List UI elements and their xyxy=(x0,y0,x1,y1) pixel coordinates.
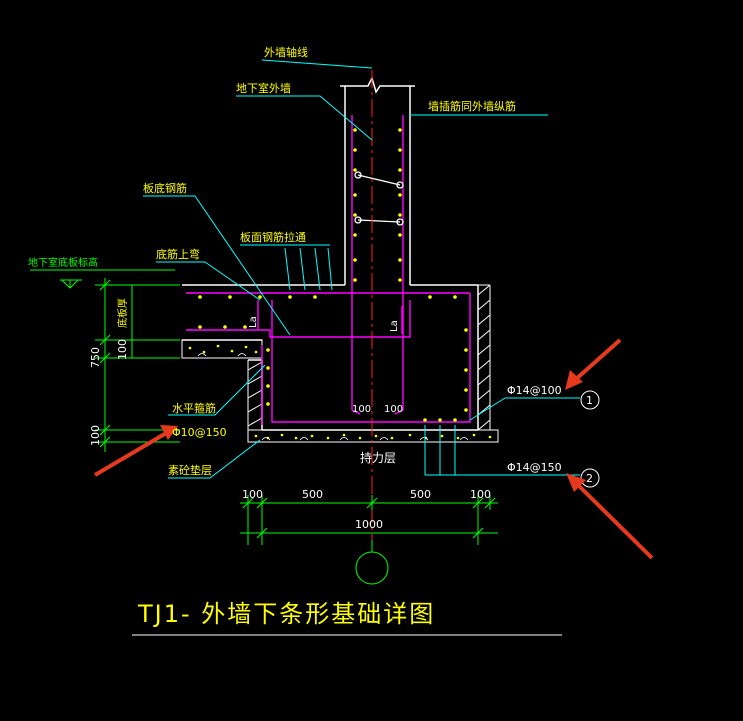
callout-tag-1: 1 xyxy=(586,394,593,407)
concrete-cushion xyxy=(181,339,499,443)
soil-hatch-right xyxy=(477,284,491,431)
rebar-dots xyxy=(198,128,468,422)
rebar-group xyxy=(186,115,471,425)
dim-total-1000: 1000 xyxy=(355,518,383,531)
dim-vertical-100-lower: 100 xyxy=(89,425,102,446)
drawing-title: TJ1- 外墙下条形基础详图 xyxy=(137,600,435,628)
elevation-marker xyxy=(30,269,175,289)
callout-tag-2: 2 xyxy=(586,472,593,485)
dimension-lines xyxy=(95,278,498,585)
label-bottom-rebar-bend: 底筋上弯 xyxy=(156,247,200,261)
label-basement-floor-elevation: 地下室底板标高 xyxy=(28,256,98,269)
dim-horizontal-100-right: 100 xyxy=(470,488,491,501)
label-wall-dowel-note: 墙插筋同外墙纵筋 xyxy=(428,99,516,113)
wall-outline xyxy=(182,75,479,431)
callout-spec-1: Φ14@100 xyxy=(507,384,562,397)
dim-horizontal-500-left: 500 xyxy=(302,488,323,501)
label-dim-100-left: 100 xyxy=(352,404,371,415)
label-horizontal-rebar: 水平箍筋 xyxy=(172,401,216,415)
annotation-arrows xyxy=(93,338,654,560)
axis-bubble xyxy=(355,551,389,585)
callout-spec-2: Φ14@150 xyxy=(507,461,562,474)
leader-lines xyxy=(143,59,580,479)
dim-vertical-100-upper: 100 xyxy=(116,339,129,360)
callout-circle-2 xyxy=(580,468,600,488)
label-bearing-layer: 持力层 xyxy=(360,450,396,465)
callout-circle-1 xyxy=(580,390,600,410)
label-horizontal-rebar-spec: Φ10@150 xyxy=(172,426,227,439)
dim-horizontal-500-right: 500 xyxy=(410,488,431,501)
soil-hatch-left xyxy=(247,360,263,430)
label-slab-top-rebar: 板面钢筋拉通 xyxy=(240,230,306,244)
label-dim-100-right: 100 xyxy=(384,404,403,415)
label-slab-bottom-rebar: 板底钢筋 xyxy=(143,181,187,195)
dim-vertical-750: 750 xyxy=(89,347,102,368)
label-slab-thickness: 底板厚 xyxy=(116,298,129,328)
label-basement-outer-wall: 地下室外墙 xyxy=(236,81,291,95)
label-concrete-cushion: 素砼垫层 xyxy=(168,463,212,477)
dim-horizontal-100-left: 100 xyxy=(242,488,263,501)
wall-ties xyxy=(354,171,404,226)
label-la-right: La xyxy=(389,320,400,332)
label-wall-axis: 外墙轴线 xyxy=(264,45,308,59)
label-la-left: La xyxy=(248,316,259,328)
callout-tags xyxy=(580,390,600,488)
